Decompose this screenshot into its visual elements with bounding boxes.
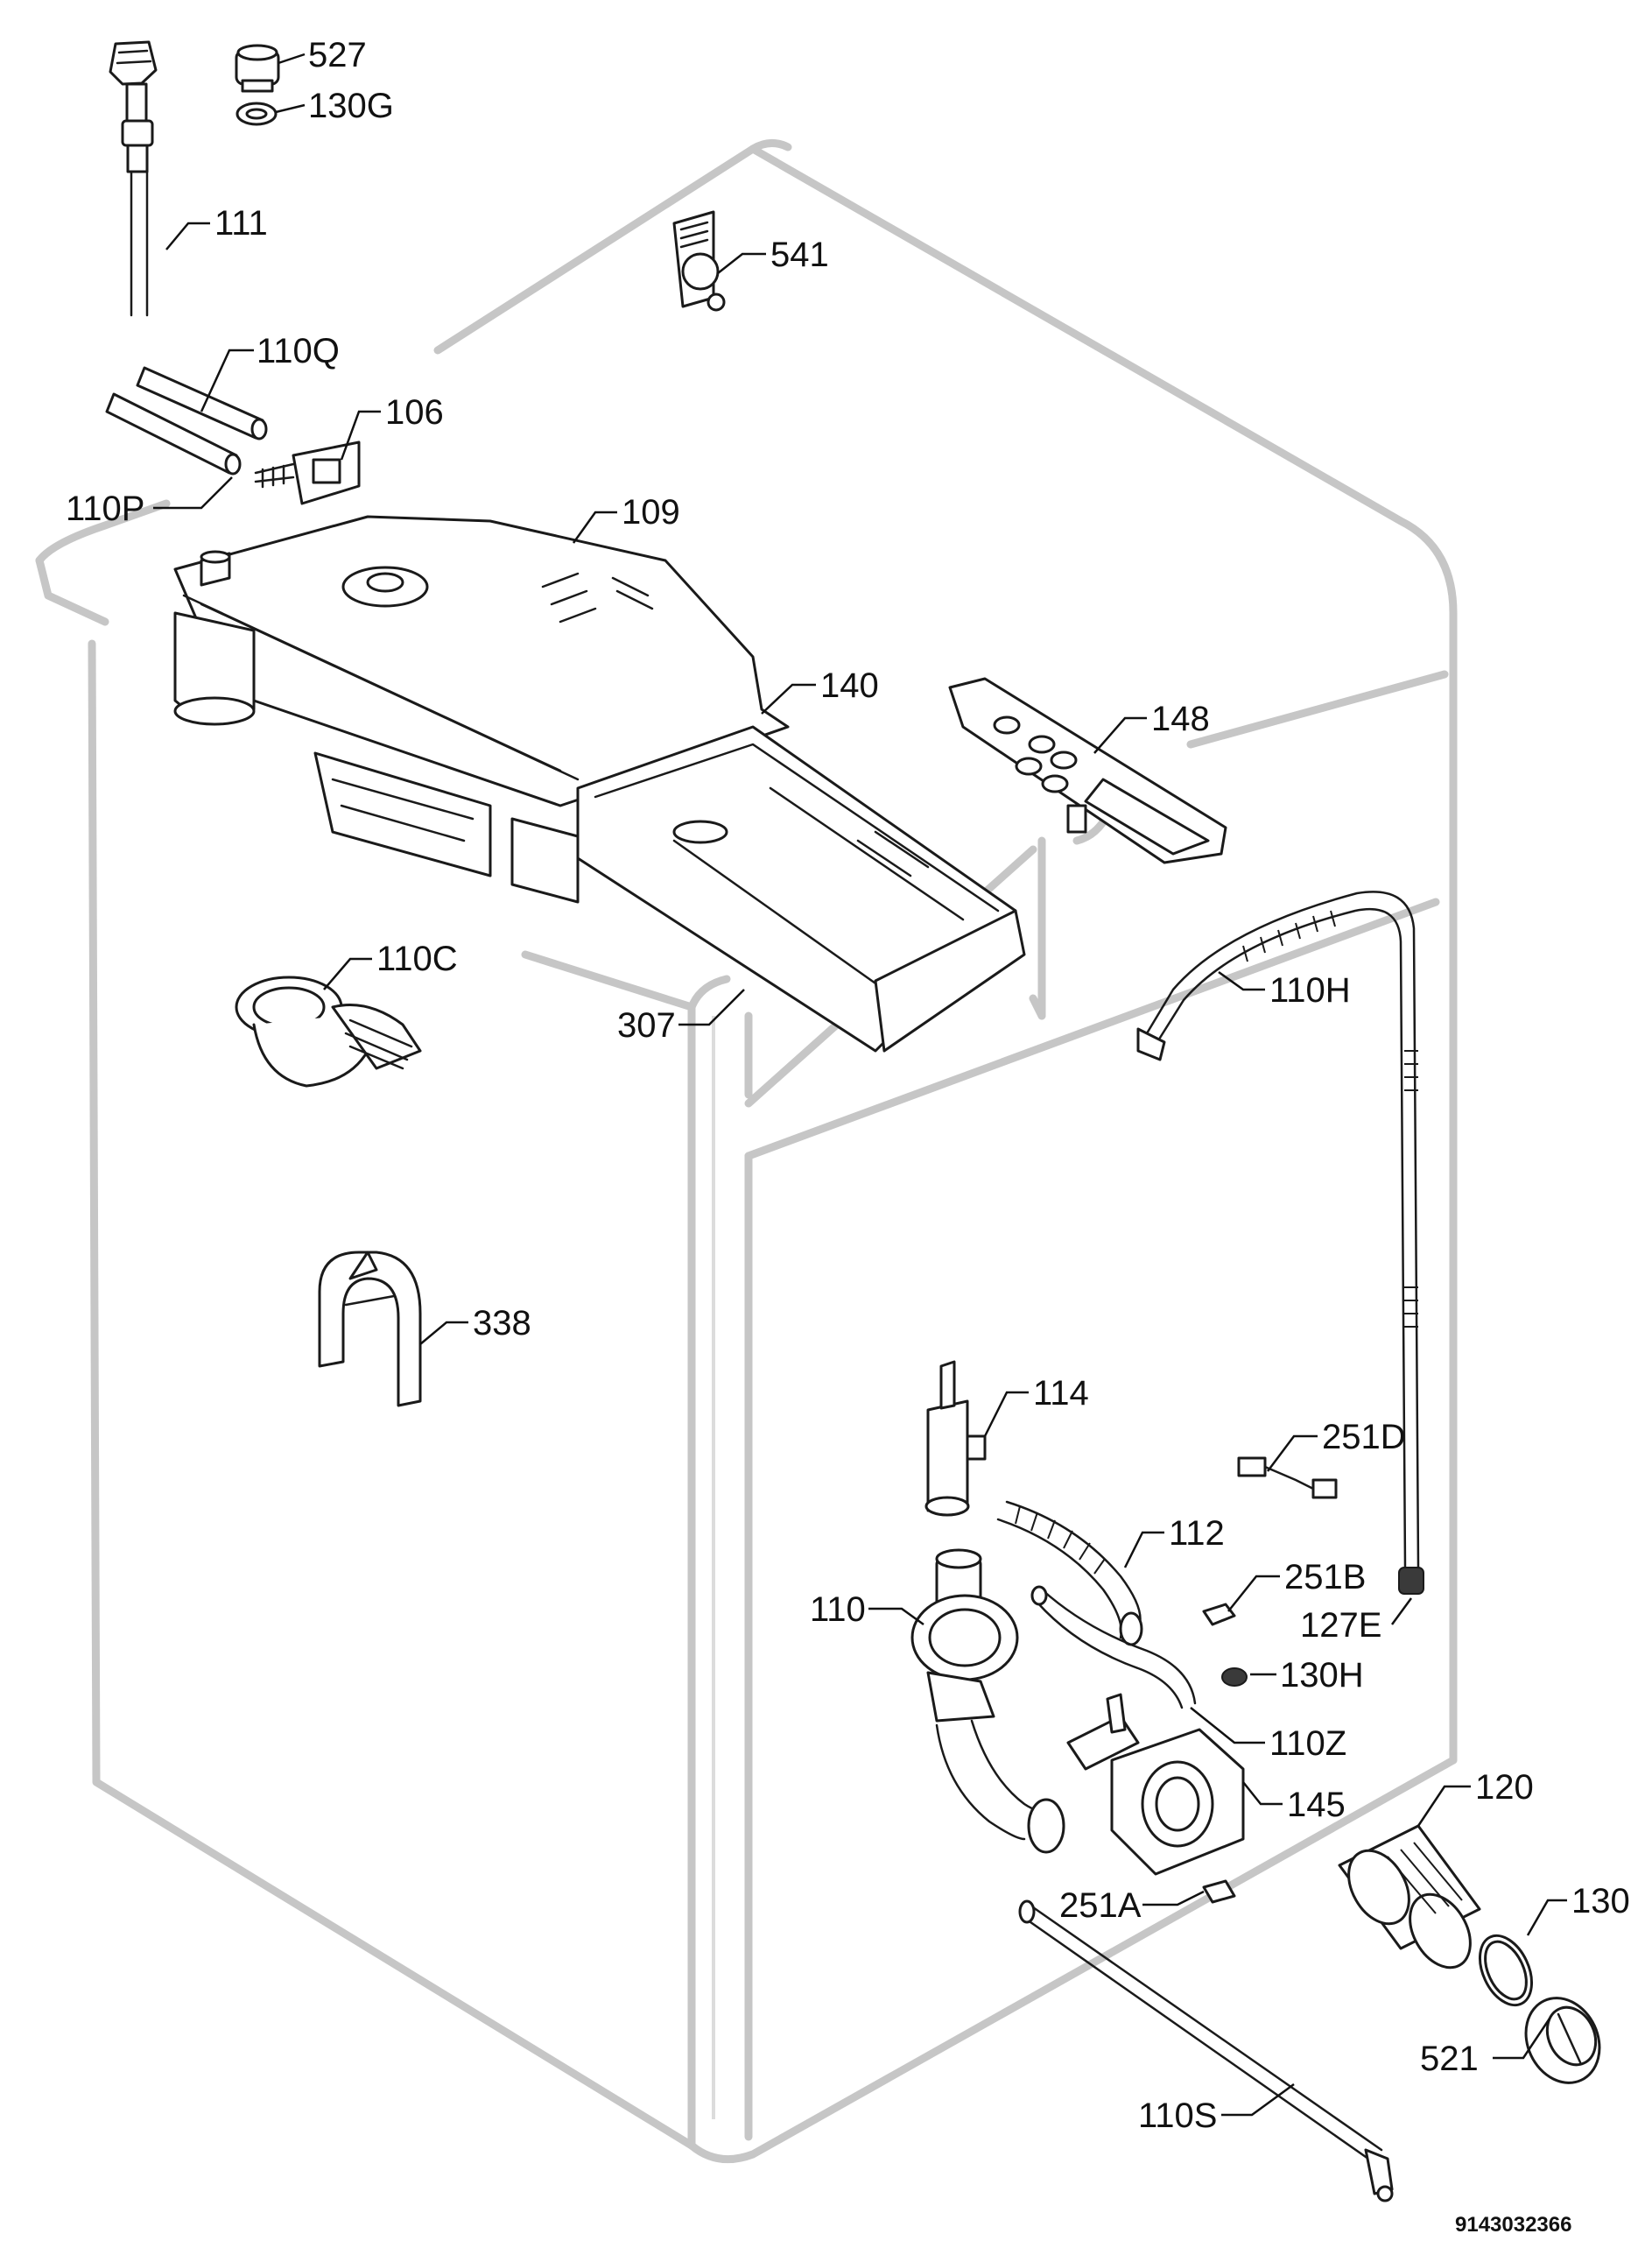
label-140: 140 [820, 666, 879, 705]
part-140-dispenser-tray [576, 725, 1026, 1053]
part-527-connector [235, 44, 280, 93]
label-127E: 127E [1300, 1606, 1381, 1645]
label-110S: 110S [1138, 2096, 1217, 2135]
label-338: 338 [473, 1304, 531, 1342]
label-110P: 110P [66, 490, 144, 528]
cabinet-outline [35, 139, 1458, 2164]
document-number: 9143032366 [1455, 2213, 1571, 2237]
part-251D-wiring [1237, 1456, 1338, 1499]
part-120-filter [1338, 1824, 1481, 1970]
part-112-corrugated-hose [996, 1500, 1143, 1646]
part-110Q-hose [136, 366, 268, 440]
label-120: 120 [1475, 1768, 1534, 1807]
part-338-hose-guide [318, 1251, 422, 1407]
part-110H-drain-hose [1136, 891, 1420, 1569]
part-111-inlet-hose [109, 40, 158, 317]
part-127E-hose-end [1398, 1567, 1424, 1595]
part-110-drain-hose [910, 1548, 1065, 1854]
label-110: 110 [810, 1590, 866, 1629]
label-111: 111 [214, 204, 268, 243]
part-labels: 527 130G 111 541 110Q 106 110P 109 140 1… [66, 36, 1630, 2237]
label-251D: 251D [1322, 1418, 1406, 1456]
label-130: 130 [1571, 1882, 1630, 1920]
label-110H: 110H [1269, 971, 1351, 1010]
label-145: 145 [1287, 1786, 1346, 1824]
label-130H: 130H [1280, 1656, 1364, 1695]
part-251A-connector [1202, 1879, 1236, 1904]
label-110C: 110C [376, 940, 458, 978]
label-130G: 130G [308, 87, 394, 125]
label-106: 106 [385, 393, 444, 432]
label-521: 521 [1420, 2040, 1479, 2078]
label-109: 109 [622, 493, 680, 532]
part-145-pump [1066, 1693, 1245, 1876]
part-251B-connector [1202, 1603, 1236, 1626]
part-114-pressure-chamber [924, 1360, 987, 1517]
label-307: 307 [617, 1006, 676, 1045]
label-110Z: 110Z [1269, 1724, 1346, 1763]
part-110Z-hose [1030, 1585, 1197, 1709]
part-521-filter-cap [1524, 1997, 1601, 2084]
part-148-handle [948, 677, 1227, 864]
part-541-holder [672, 210, 726, 312]
label-251A: 251A [1059, 1886, 1142, 1925]
label-114: 114 [1033, 1374, 1089, 1413]
part-130-o-ring [1478, 1934, 1534, 2007]
part-110P-hose [105, 392, 242, 476]
label-251B: 251B [1284, 1558, 1366, 1596]
label-541: 541 [770, 236, 829, 274]
part-109-dispenser-housing [173, 515, 790, 904]
part-110C-bellows [235, 976, 422, 1088]
label-527: 527 [308, 36, 367, 74]
leader-lines [153, 53, 1567, 2117]
label-148: 148 [1151, 700, 1210, 738]
part-130H-seal [1221, 1667, 1248, 1687]
label-112: 112 [1169, 1514, 1225, 1553]
part-130G-washer [235, 102, 278, 126]
label-110Q: 110Q [257, 332, 340, 370]
part-110S-bypass-tube [1018, 1899, 1394, 2202]
